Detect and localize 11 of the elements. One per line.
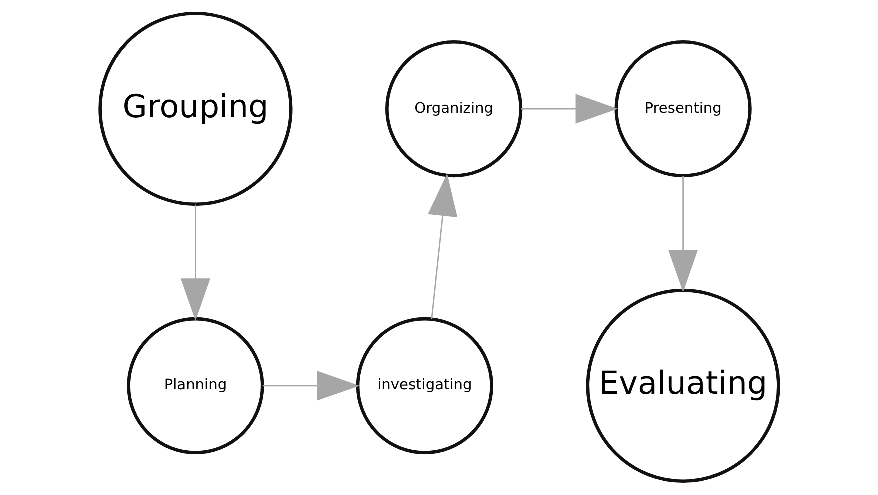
node-circle: Grouping xyxy=(98,12,292,206)
node-circle: Organizing xyxy=(385,40,522,178)
node-circle: Presenting xyxy=(614,40,752,178)
arrow xyxy=(180,204,210,322)
arrow xyxy=(520,94,618,124)
arrow xyxy=(262,371,360,401)
arrow xyxy=(428,174,458,320)
arrow xyxy=(668,176,698,292)
node-circle: Evaluating xyxy=(586,288,780,484)
node-circle: investigating xyxy=(356,317,493,455)
node-circle: Planning xyxy=(126,317,264,455)
